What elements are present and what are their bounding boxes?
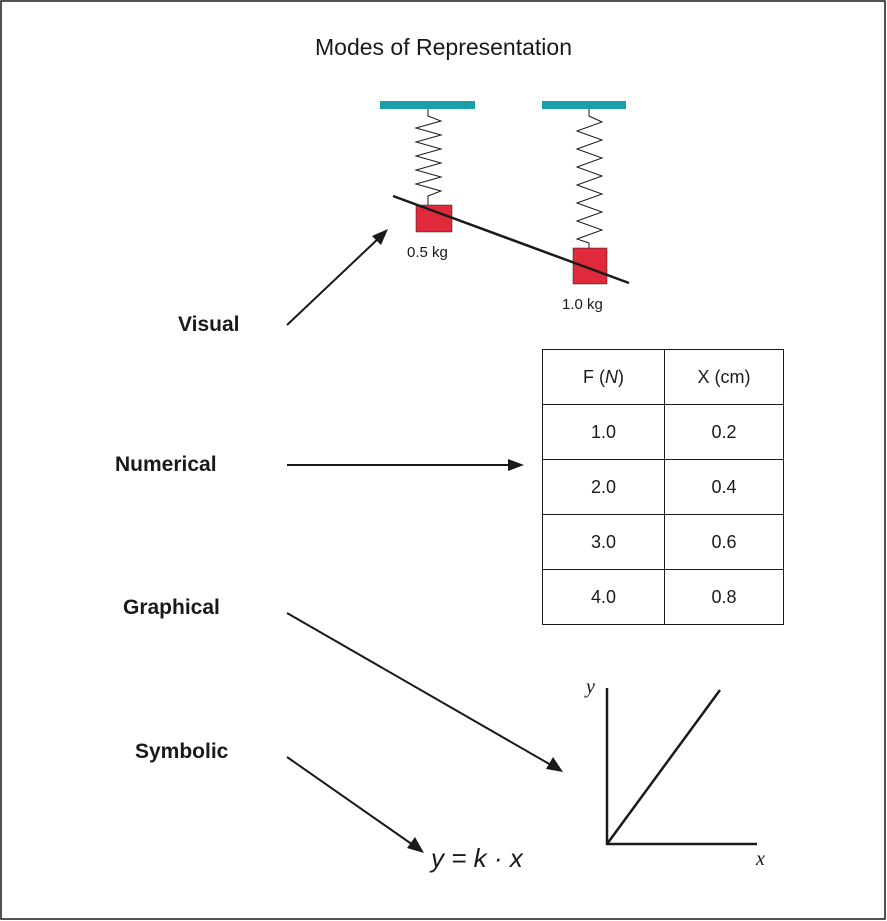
diagram-title: Modes of Representation <box>315 34 572 60</box>
table-row: 2.0 0.4 <box>542 459 784 515</box>
label-numerical: Numerical <box>115 453 217 476</box>
graph-proportional-line <box>605 689 722 845</box>
force-displacement-table: F (N) X (cm) 1.0 0.2 2.0 0.4 3.0 0.6 4.0… <box>542 349 784 625</box>
ceiling-support-right <box>542 101 626 109</box>
table-cell: 0.6 <box>664 514 784 570</box>
mass-block-small <box>415 204 453 233</box>
arrow-graphical <box>286 612 552 766</box>
label-symbolic: Symbolic <box>135 740 229 763</box>
graph-y-axis-label: y <box>586 676 595 698</box>
mass-label-large: 1.0 kg <box>562 296 603 313</box>
table-cell: 2.0 <box>542 459 665 515</box>
table-header-force: F (N) <box>542 349 665 405</box>
table-header-row: F (N) X (cm) <box>542 349 784 405</box>
label-visual: Visual <box>178 313 240 336</box>
arrowhead-symbolic <box>407 837 424 853</box>
table-cell: 0.4 <box>664 459 784 515</box>
mass-block-large <box>572 247 608 285</box>
mass-trend-line <box>392 194 630 285</box>
ceiling-support-left <box>380 101 475 109</box>
table-header-displacement: X (cm) <box>664 349 784 405</box>
table-cell: 0.8 <box>664 569 784 625</box>
table-cell: 1.0 <box>542 404 665 460</box>
table-cell: 4.0 <box>542 569 665 625</box>
arrowhead-visual <box>372 229 388 245</box>
symbolic-equation: y = k · x <box>431 843 523 873</box>
mass-label-small: 0.5 kg <box>407 244 448 261</box>
table-row: 3.0 0.6 <box>542 514 784 570</box>
label-graphical: Graphical <box>123 596 220 619</box>
graph-x-axis-label: x <box>756 848 765 870</box>
arrowhead-graphical <box>546 757 563 772</box>
table-cell: 3.0 <box>542 514 665 570</box>
spring-right <box>575 109 604 248</box>
spring-left <box>414 109 443 205</box>
table-row: 4.0 0.8 <box>542 569 784 625</box>
arrowhead-numerical <box>508 459 524 471</box>
table-row: 1.0 0.2 <box>542 404 784 460</box>
table-cell: 0.2 <box>664 404 784 460</box>
arrow-symbolic <box>286 756 414 846</box>
arrow-visual <box>286 236 381 326</box>
